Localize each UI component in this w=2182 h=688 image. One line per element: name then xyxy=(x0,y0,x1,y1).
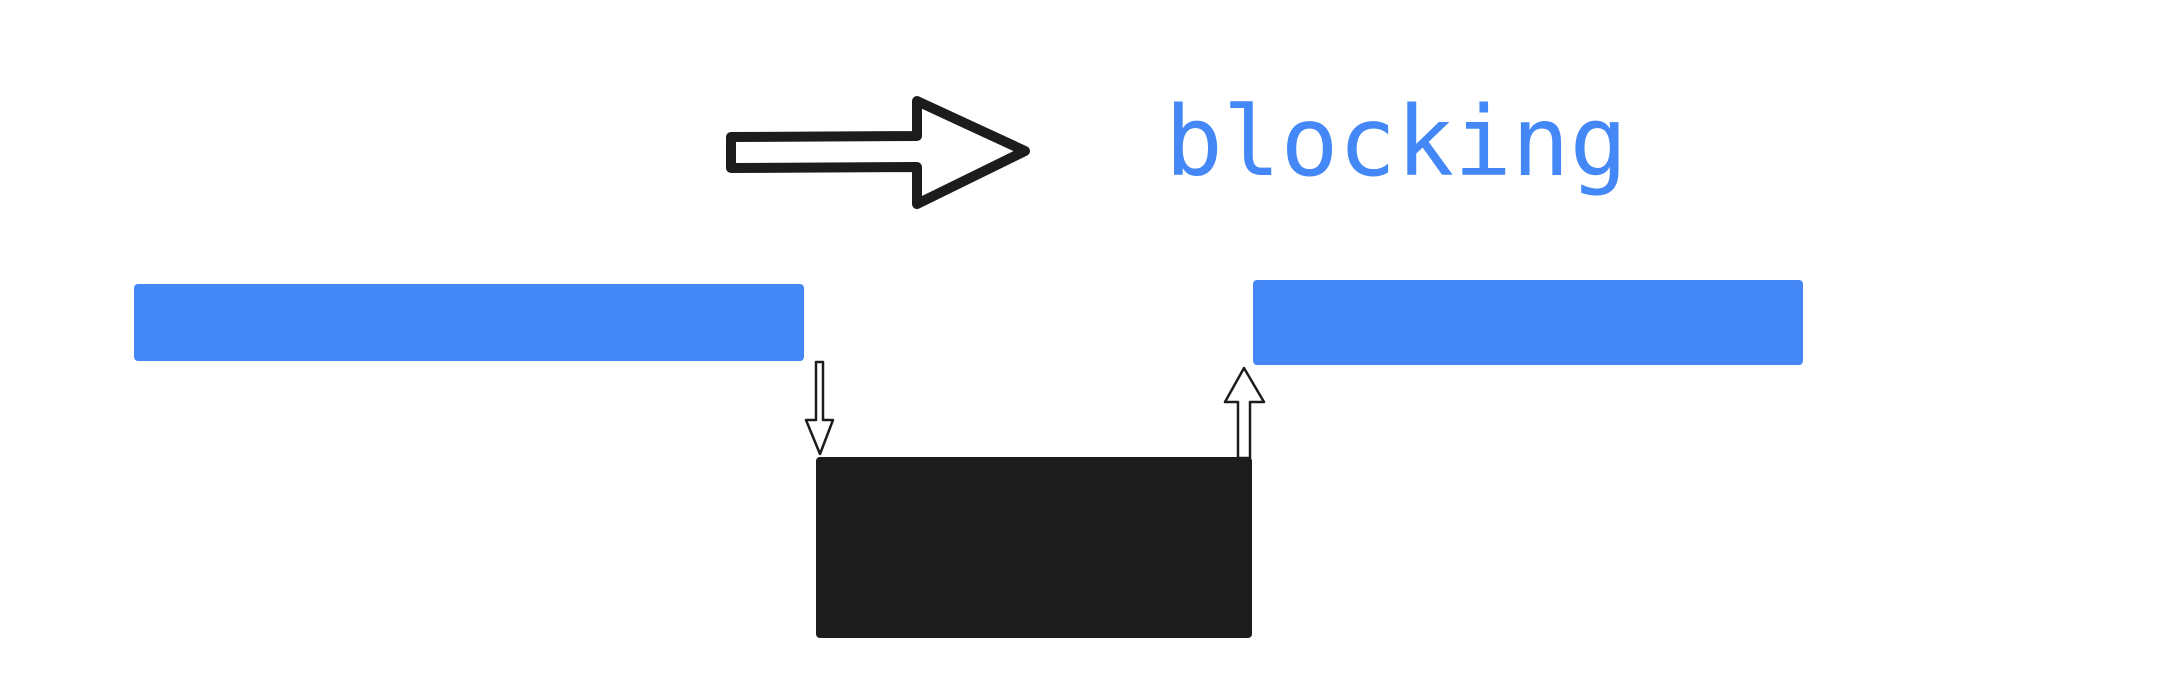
black-block xyxy=(816,457,1252,638)
right-blue-bar xyxy=(1253,280,1803,365)
right-arrow-icon xyxy=(726,96,1030,209)
left-blue-bar xyxy=(134,284,804,361)
down-arrow-icon xyxy=(804,360,835,456)
up-arrow-icon xyxy=(1223,366,1266,460)
diagram-title: blocking xyxy=(1165,86,1627,198)
